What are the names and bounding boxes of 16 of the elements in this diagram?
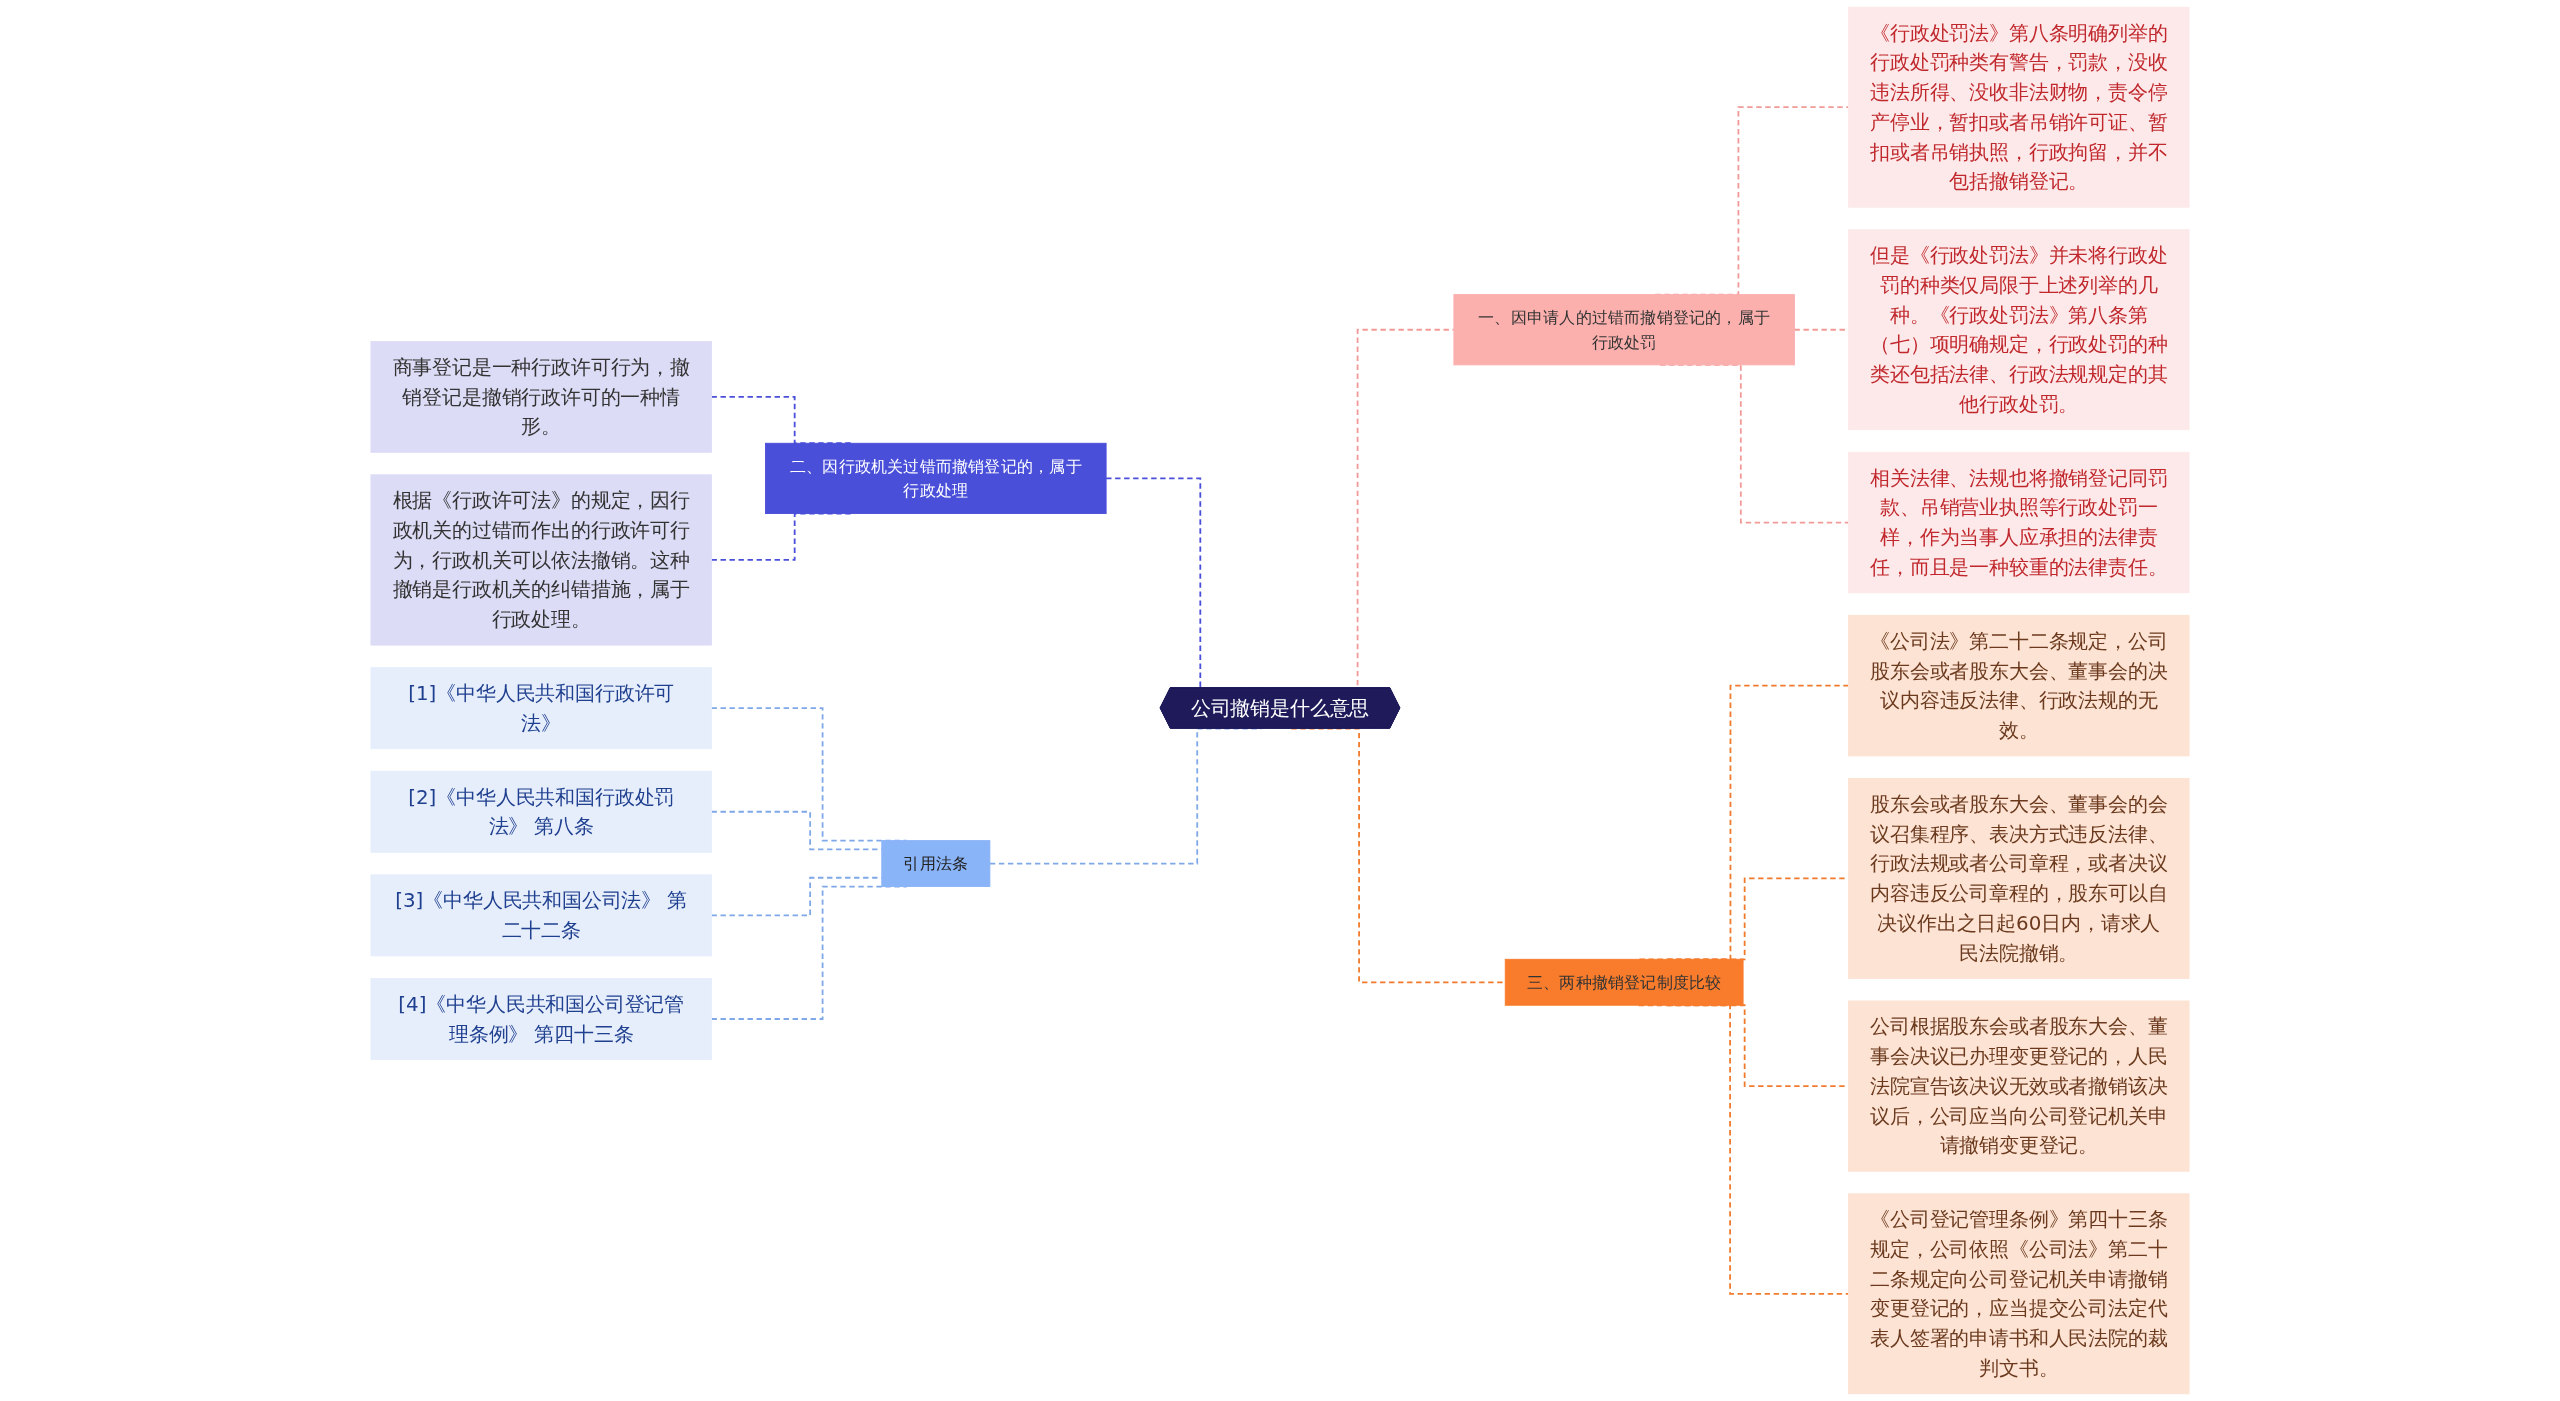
node-box: 商事登记是一种行政许可行为，撤销登记是撤销行政许可的一种情形。 bbox=[370, 341, 712, 453]
node-box: 相关法律、法规也将撤销登记同罚款、吊销营业执照等行政处罚一样，作为当事人应承担的法律责任，而且是一种较重的法律责任。 bbox=[1848, 451, 2190, 594]
node-box: 股东会或者股东大会、董事会的会议召集程序、表决方式违反法律、行政法规或者公司章程，或者决议内容违反公司章程的，股东可以自决议作出之日起60日内，请求人民法院撤销。 bbox=[1848, 777, 2190, 979]
node-box: 根据《行政许可法》的规定，因行政机关的过错而作出的行政许可行为，行政机关可以依法撤销。这种撤销是行政机关的纠错措施，属于行政处理。 bbox=[370, 474, 712, 646]
node-box: [3]《中华人民共和国公司法》 第二十二条 bbox=[370, 874, 712, 957]
node-box: 二、因行政机关过错而撤销登记的，属于行政处理 bbox=[765, 442, 1107, 514]
node-box: 一、因申请人的过错而撤销登记的，属于行政处罚 bbox=[1453, 294, 1795, 366]
node-box: 《行政处罚法》第八条明确列举的行政处罚种类有警告，罚款，没收违法所得、没收非法财物，责令停产停业，暂扣或者吊销许可证、暂扣或者吊销执照，行政拘留，并不包括撤销登记。 bbox=[1848, 6, 2190, 208]
node-box: [1]《中华人民共和国行政许可法》 bbox=[370, 667, 712, 750]
node-box: 引用法条 bbox=[881, 840, 991, 887]
node-box: [4]《中华人民共和国公司登记管理条例》 第四十三条 bbox=[370, 978, 712, 1060]
node-box: 公司根据股东会或者股东大会、董事会决议已办理变更登记的，人民法院宣告该决议无效或者撤销该决议后，公司应当向公司登记机关申请撤销变更登记。 bbox=[1848, 1000, 2190, 1172]
node-box: [2]《中华人民共和国行政处罚法》 第八条 bbox=[370, 770, 712, 853]
node-box: 《公司登记管理条例》第四十三条规定，公司依照《公司法》第二十二条规定向公司登记机关申请撤销变更登记的，应当提交公司法定代表人签署的申请书和人民法院的裁判文书。 bbox=[1848, 1193, 2190, 1395]
node-box: 《公司法》第二十二条规定，公司股东会或者股东大会、董事会的决议内容违反法律、行政法规的无效。 bbox=[1848, 614, 2190, 757]
node-box: 三、两种撤销登记制度比较 bbox=[1504, 958, 1744, 1006]
